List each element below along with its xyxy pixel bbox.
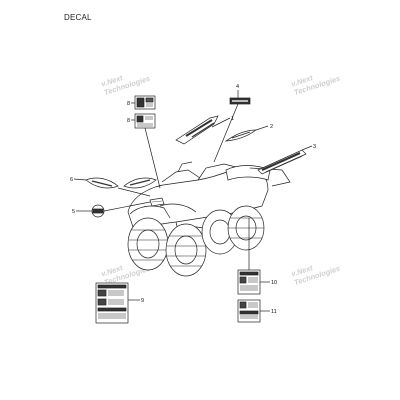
callout-labels: 4 8 8 1 2 3 6 5 10 9 11 xyxy=(70,84,316,315)
decal-10 xyxy=(237,218,270,295)
atv-illustration xyxy=(127,161,291,277)
callout-3: 3 xyxy=(313,144,316,150)
callout-10: 10 xyxy=(271,280,277,286)
callout-8b: 8 xyxy=(127,118,130,124)
callout-11: 11 xyxy=(271,309,277,315)
callout-6: 6 xyxy=(70,177,73,183)
decal-9 xyxy=(95,282,140,324)
decal-label-small xyxy=(131,113,161,189)
decal-2 xyxy=(224,125,269,142)
callout-5: 5 xyxy=(72,209,75,215)
callout-9: 9 xyxy=(141,298,144,304)
decal-3 xyxy=(257,145,313,175)
decal-1 xyxy=(175,115,231,145)
decal-4 xyxy=(213,90,251,163)
callout-8: 8 xyxy=(127,101,130,107)
decal-5 xyxy=(76,201,151,218)
page-title: DECAL xyxy=(64,13,92,22)
decal-8 xyxy=(131,95,156,110)
decal-11 xyxy=(237,299,270,323)
callout-1: 1 xyxy=(231,116,234,122)
decal-6 xyxy=(73,177,157,197)
callout-2: 2 xyxy=(270,124,273,130)
callout-4: 4 xyxy=(236,84,239,90)
